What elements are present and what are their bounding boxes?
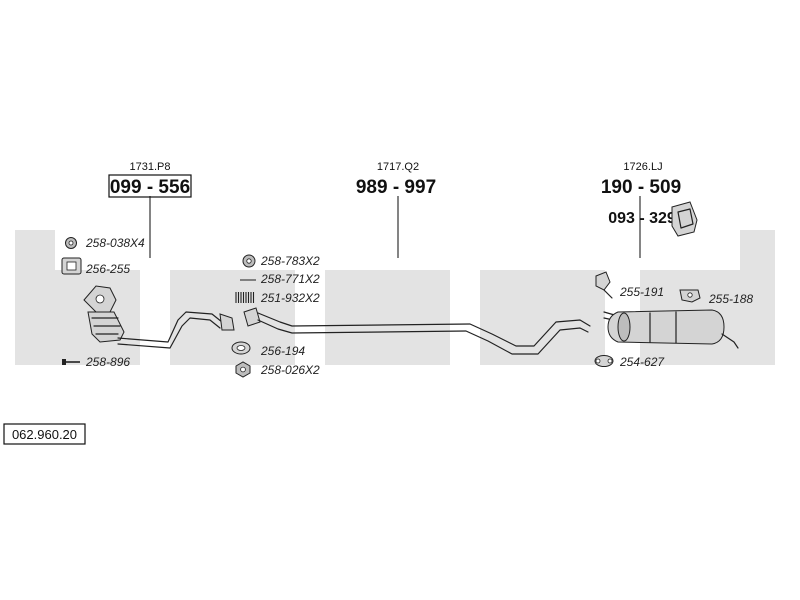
mounting-bracket-icon	[671, 201, 698, 237]
part-label-258-771: 258-771X2	[260, 272, 320, 286]
part-label-258-026: 258-026X2	[260, 363, 320, 377]
nut-icon	[235, 361, 251, 378]
flange-gasket-icon	[61, 257, 82, 275]
part-label-254-627: 254-627	[619, 355, 665, 369]
ring-gasket-icon	[65, 237, 77, 249]
part-label-251-932: 251-932X2	[260, 291, 320, 305]
bolt-icon	[62, 359, 80, 365]
part-label-255-188: 255-188	[708, 292, 753, 306]
part-label-256-255: 256-255	[85, 262, 130, 276]
front-flange-icon	[219, 313, 235, 331]
part-label-255-191: 255-191	[619, 285, 664, 299]
spring-icon	[235, 292, 255, 303]
front-pipe-lower	[117, 317, 221, 349]
group-number-front: 099 - 556	[110, 177, 190, 198]
catalytic-converter-icon	[83, 285, 125, 343]
part-label-256-194: 256-194	[260, 344, 305, 358]
rear-muffler-icon	[603, 309, 739, 349]
middle-pipe-flange-icon	[243, 307, 261, 327]
part-label-258-038: 258-038X4	[85, 236, 145, 250]
flange-gasket-icon	[594, 355, 614, 367]
middle-pipe-lower	[257, 319, 589, 355]
reference-box	[3, 423, 86, 445]
group-number-middle: 989 - 997	[356, 177, 436, 198]
part-label-258-783: 258-783X2	[260, 254, 320, 268]
group-caption-rear: 1726.LJ	[623, 161, 662, 173]
group-number-rear: 190 - 509	[601, 177, 681, 198]
group-caption-front: 1731.P8	[130, 161, 171, 173]
rubber-hanger-icon	[595, 271, 613, 299]
group-caption-middle: 1717.Q2	[377, 161, 419, 173]
part-label-258-896: 258-896	[85, 355, 130, 369]
flange-gasket-icon	[231, 341, 251, 355]
reference-number: 062.960.20	[12, 427, 77, 442]
extra-number: 093 - 329	[608, 210, 676, 227]
rubber-hanger-icon	[679, 289, 701, 303]
ring-gasket-icon	[242, 254, 256, 268]
middle-pipe-upper	[257, 312, 591, 347]
group-number-box-front	[108, 174, 192, 198]
front-pipe-upper	[117, 311, 223, 343]
